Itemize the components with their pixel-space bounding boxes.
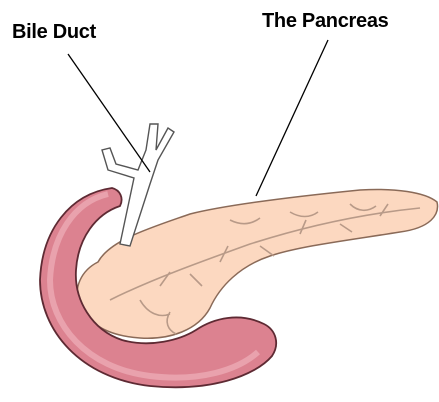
pancreas-label: The Pancreas [262,11,388,31]
bile-duct-label: Bile Duct [12,22,96,42]
pancreas-pointer [256,40,328,196]
